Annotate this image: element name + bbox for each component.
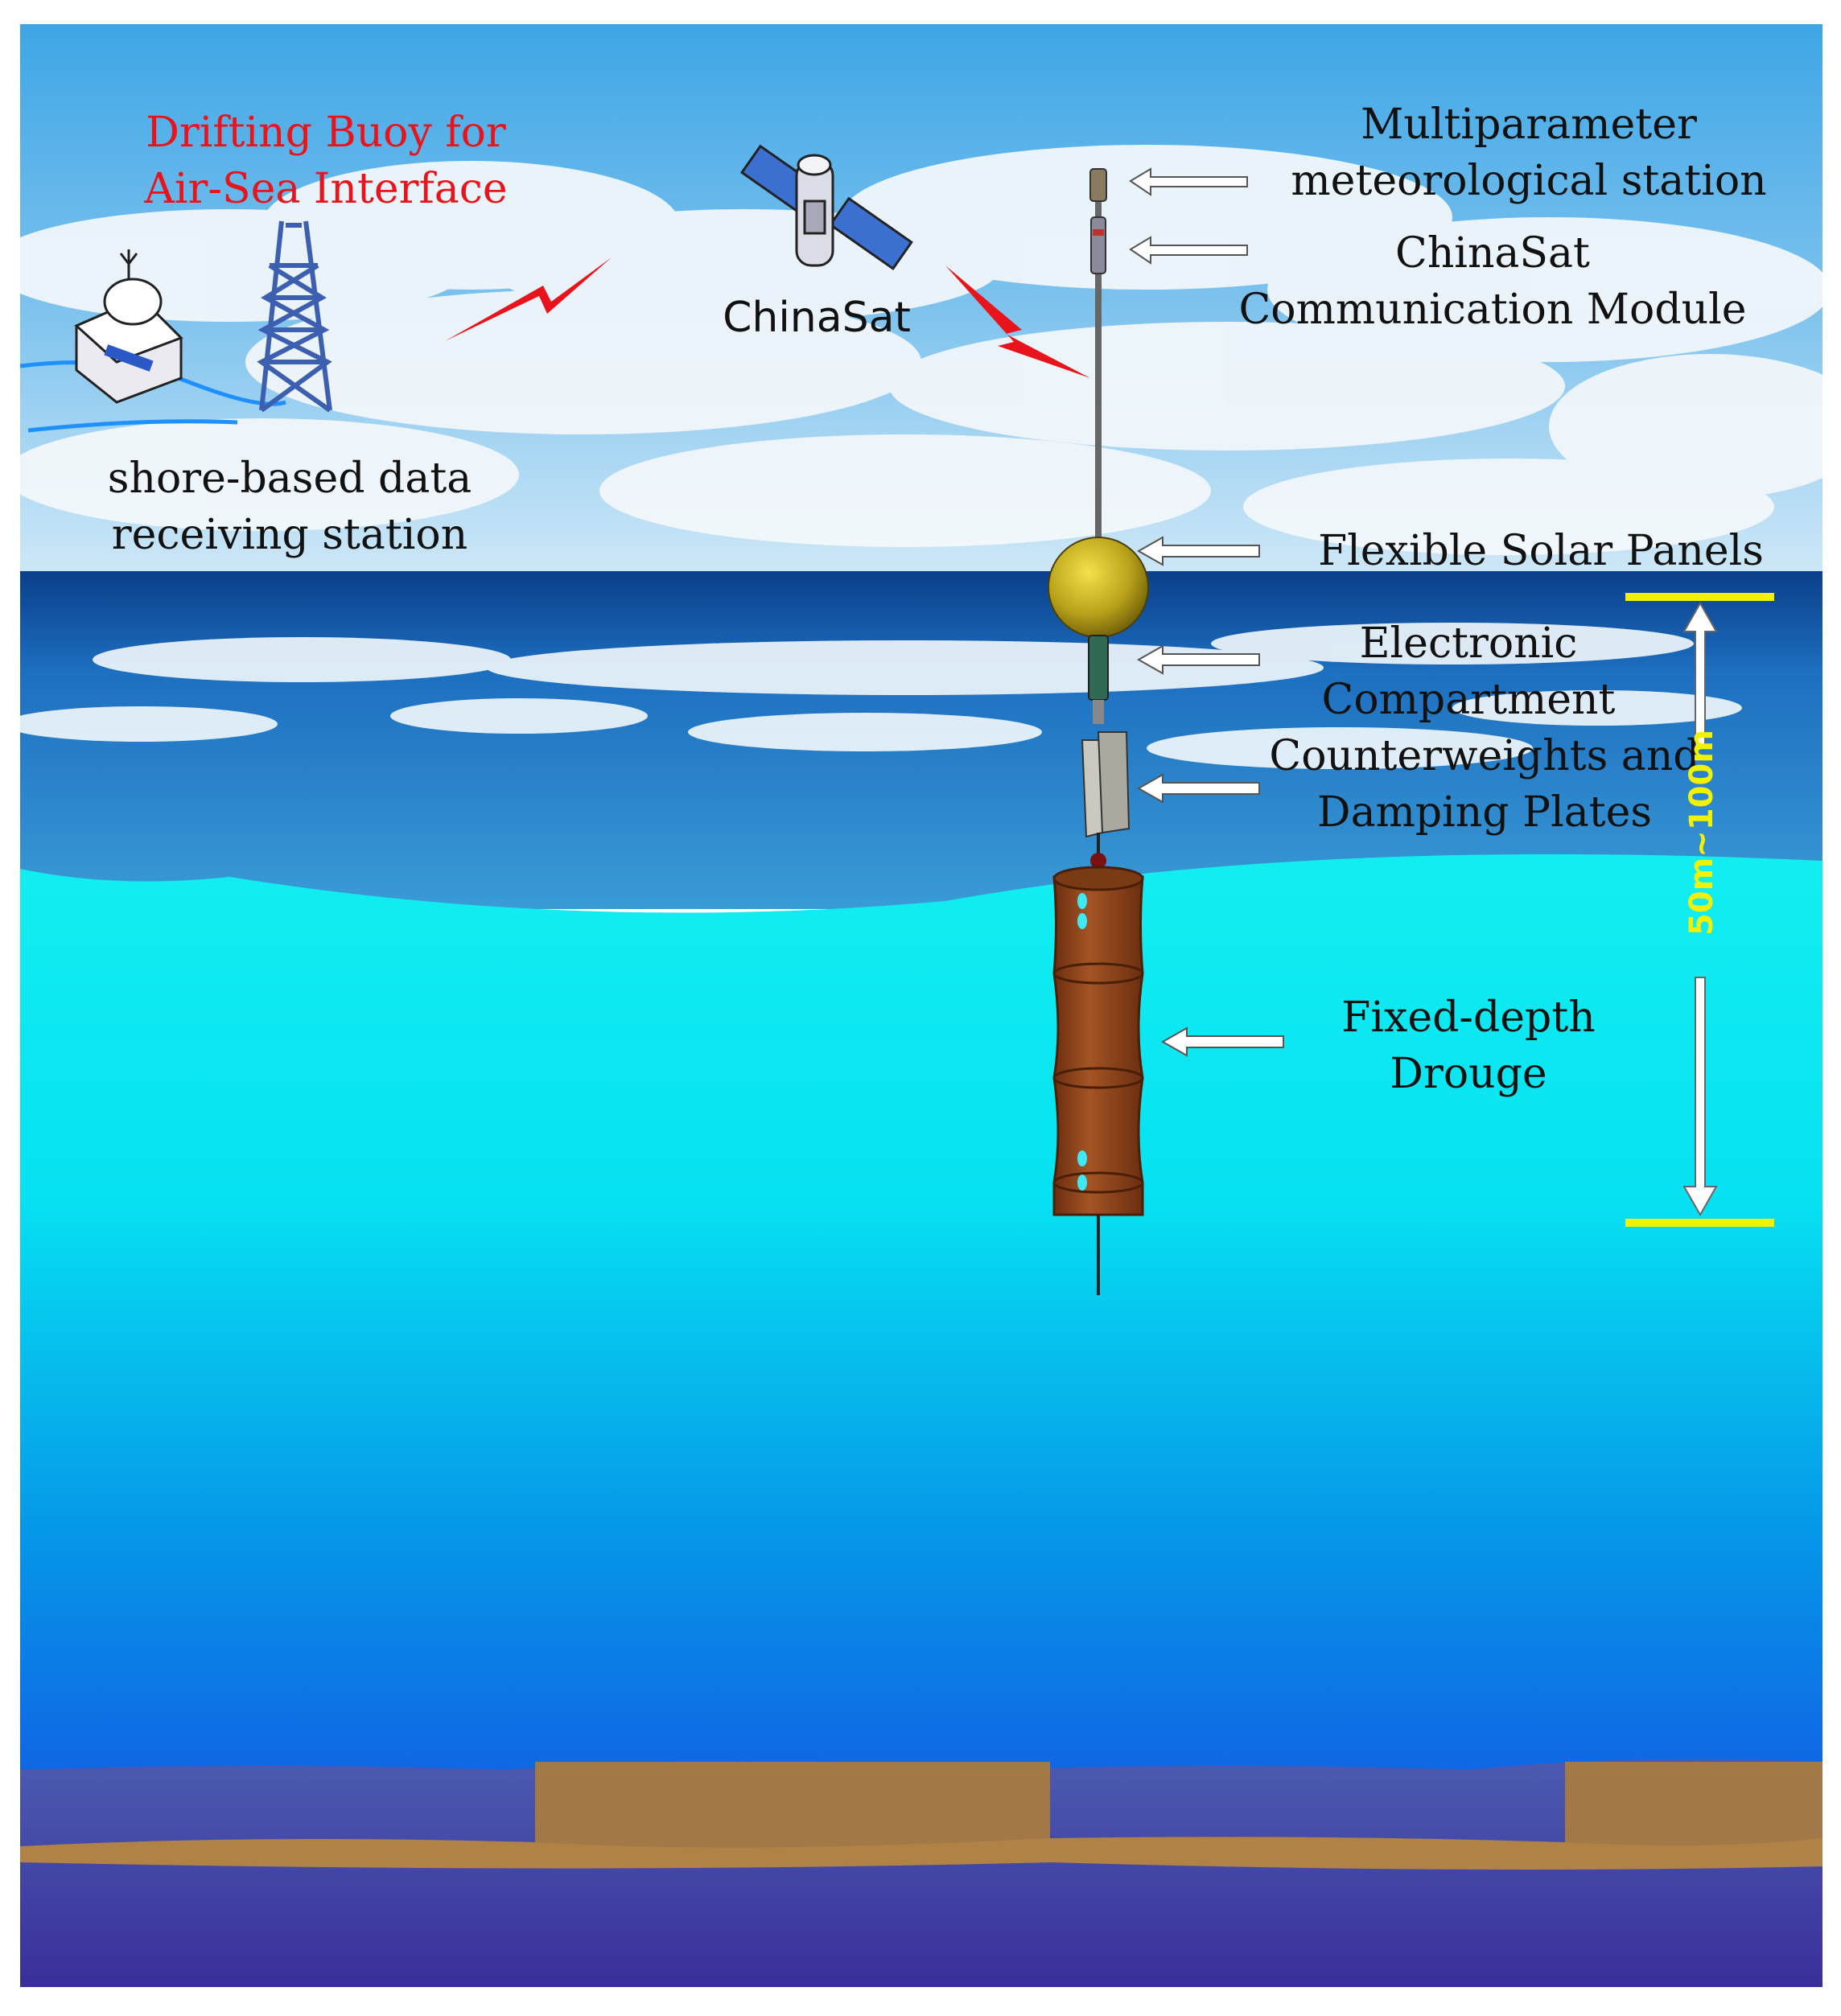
counterweights-label: Counterweights and Damping Plates xyxy=(1269,732,1700,837)
sediment-layer xyxy=(20,1837,1822,1870)
electronic-label: Electronic Compartment xyxy=(1321,619,1616,724)
arrow-met-station xyxy=(1129,167,1248,196)
satellite-label: ChinaSat xyxy=(723,294,911,342)
solar-panels-label: Flexible Solar Panels xyxy=(1318,527,1764,575)
met-station-label: Multiparameter meteorological station xyxy=(1291,101,1767,205)
damping-plates xyxy=(1081,731,1131,877)
arrow-solar-panels xyxy=(1136,536,1260,566)
arrow-drogue xyxy=(1160,1027,1284,1057)
diagram-title: Drifting Buoy for Air-Sea Interface xyxy=(125,105,527,217)
arrow-comm-module xyxy=(1129,236,1248,265)
title-line-1: Drifting Buoy for xyxy=(146,109,506,157)
wave-crests xyxy=(20,623,1742,769)
lightning-left-icon xyxy=(445,257,612,341)
radio-tower-icon xyxy=(257,220,332,413)
shore-station-label: shore-based data receiving station xyxy=(107,455,472,559)
electronic-compartment xyxy=(1088,635,1109,724)
buoy-float xyxy=(1048,537,1149,638)
drogue-label: Fixed-depth Drouge xyxy=(1341,994,1596,1098)
drogue xyxy=(1052,866,1144,1295)
pointer-arrows xyxy=(1129,167,1284,1057)
seabed xyxy=(20,1759,1822,1987)
satellite-icon xyxy=(739,144,913,271)
comm-module-label: ChinaSat Communication Module xyxy=(1238,229,1747,334)
underwater xyxy=(20,854,1822,1987)
depth-indicator xyxy=(1625,593,1774,1227)
depth-range-label: 50m~100m xyxy=(1683,729,1720,936)
title-line-2: Air-Sea Interface xyxy=(144,165,508,213)
arrow-counterweights xyxy=(1136,773,1260,804)
scene-illustration xyxy=(20,24,1822,1987)
arrow-electronic xyxy=(1136,644,1260,675)
clouds xyxy=(20,145,1822,555)
buoy-mast xyxy=(1089,168,1107,555)
buoy-system-diagram: Drifting Buoy for Air-Sea Interface shor… xyxy=(20,24,1822,1987)
sediment-blocks xyxy=(535,1762,1822,1850)
receiver-box-icon xyxy=(74,249,183,404)
